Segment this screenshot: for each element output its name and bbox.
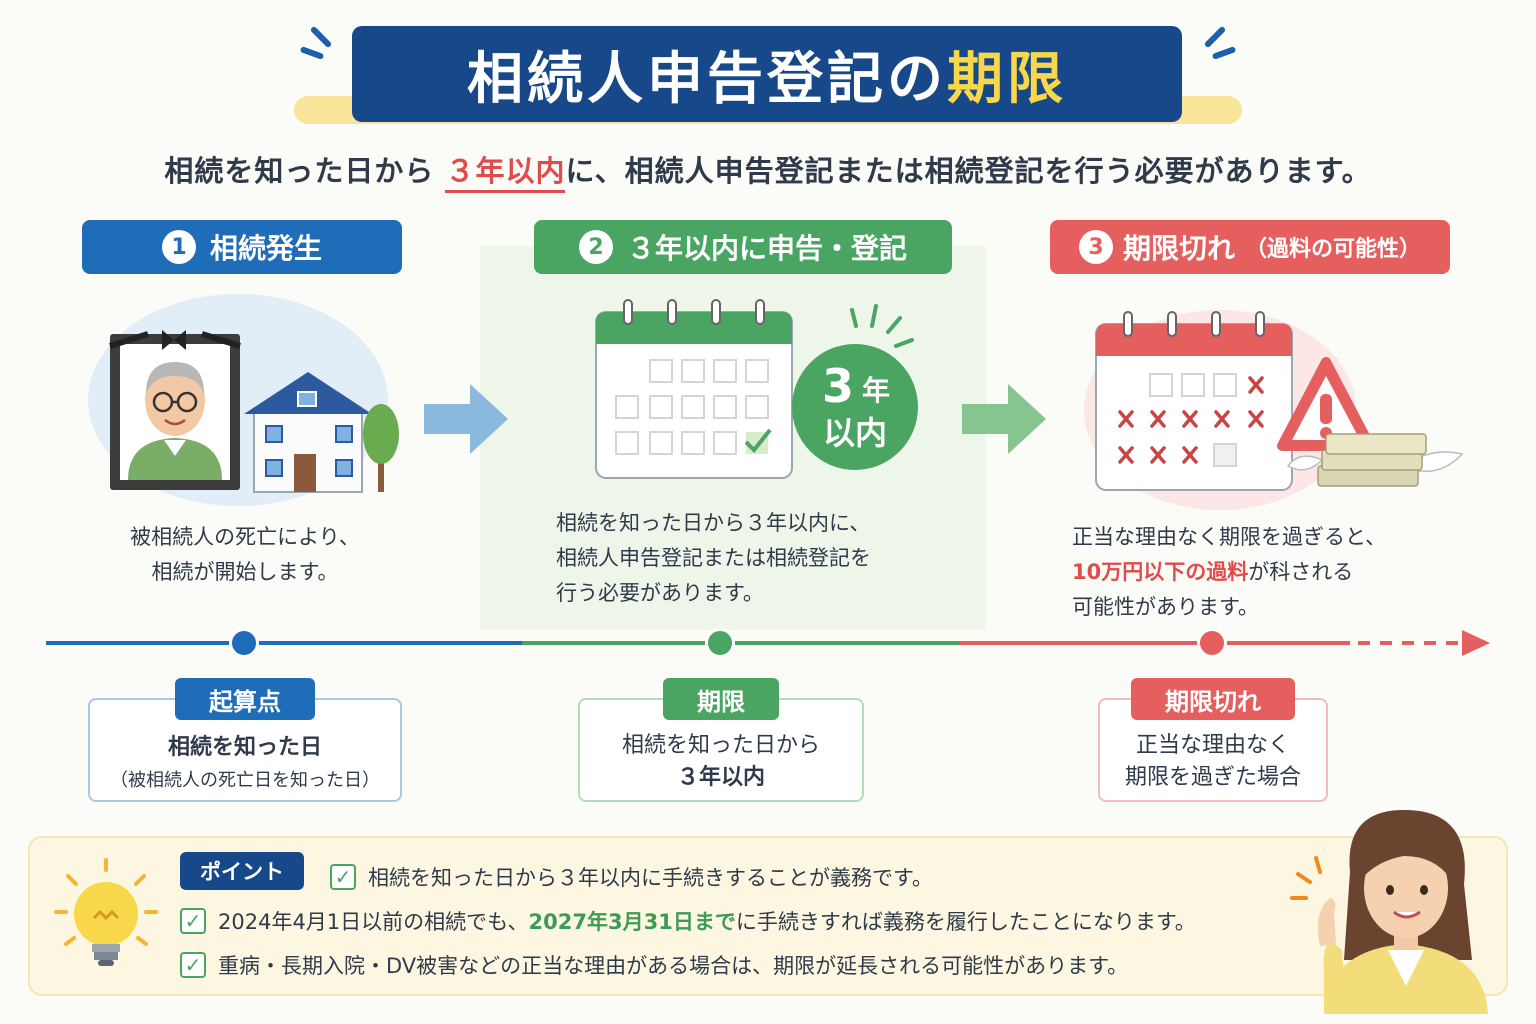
calendar-check-illustration [595,299,914,479]
step2-description: 相続を知った日から３年以内に、 相続人申告登記または相続登記を 行う必要がありま… [556,511,871,605]
title-text: 相続人申告登記の [467,46,947,112]
timeline-dashed-arrow-icon [1358,630,1490,656]
point-line-1: ✓ 相続を知った日から３年以内に手続きすることが義務です。 [330,862,933,892]
calendar-icon [595,299,793,479]
cross-mark-icon [1118,376,1264,464]
timeline-card-start: 起算点 相続を知った日 （被相続人の死亡日を知った日） [88,678,402,802]
lightbulb-icon [54,858,158,966]
step2-label: ３年以内に申告・登記 [626,232,907,265]
step1-description: 被相続人の死亡により、 相続が開始します。 [130,525,360,584]
arrow-right-icon [424,384,508,454]
tree-icon [363,404,399,492]
badge-unit: 年 [862,374,890,407]
sparkle-icon [309,25,333,49]
calendar-icon [1095,311,1293,491]
woman-pointing-illustration [1290,809,1488,1014]
sparkle-icon [1290,856,1322,900]
card-tag-start: 起算点 [175,678,315,720]
check-icon [744,428,772,453]
badge-within: 以内 [823,414,887,452]
timeline-segment-blue [46,641,522,645]
card-tag-expired: 期限切れ [1131,678,1295,720]
timeline-segment-red [960,641,1350,645]
checkbox-icon: ✓ [180,952,206,978]
point-tag: ポイント [180,852,304,890]
step2-number: 2 [578,230,613,264]
sparkle-icon [299,46,325,60]
point-line-3: ✓ 重病・長期入院・DV被害などの正当な理由がある場合は、期限が延長される可能性… [180,950,1128,980]
checkbox-icon: ✓ [330,864,356,890]
step3-label-small: （過料の可能性） [1245,237,1422,262]
step2-header: 2 ３年以内に申告・登記 [534,220,952,274]
step3-label: 期限切れ [1122,232,1235,265]
arrow-right-icon [962,384,1046,454]
sparkle-icon [1203,25,1227,49]
step3-description: 正当な理由なく期限を過ぎると、 10万円以下の過料が科される 可能性があります。 [1072,525,1387,619]
memorial-portrait-icon [109,330,241,490]
sparkle-icon [850,304,914,348]
step1-number: 1 [161,230,196,264]
timeline-dot-start [229,628,259,658]
inheritance-illustration [88,294,399,506]
step3-number: 3 [1078,230,1113,264]
timeline-segment-green [522,641,960,645]
page-title: 相続人申告登記の期限 [352,26,1182,122]
step1-label: 相続発生 [209,232,322,265]
point-line-2: ✓ 2024年4月1日以前の相続でも、2027年3月31日までに手続きすれば義務… [180,906,1196,936]
step3-header: 3 期限切れ （過料の可能性） [1050,220,1450,274]
three-years-badge: 3 年 以内 [792,344,918,470]
deadline-date: 2027年3月31日まで [528,910,736,934]
timeline-card-expired: 期限切れ 正当な理由なく 期限を過ぎた場合 [1098,678,1328,802]
badge-number: 3 [822,359,854,413]
expired-deadline-illustration [1084,310,1464,510]
timeline-dot-deadline [705,628,735,658]
title-highlight: 期限 [947,46,1067,112]
sparkle-icon [1211,46,1237,60]
subtitle: 相続を知った日から ３年以内に、相続人申告登記または相続登記を行う必要があります… [0,148,1536,193]
step1-header: 1 相続発生 [82,220,402,274]
flying-money-icon [1286,433,1464,487]
subtitle-highlight: ３年以内 [445,154,566,193]
fine-amount: 10万円以下の過料 [1072,560,1249,584]
timeline-dot-expired [1197,628,1227,658]
timeline-card-deadline: 期限 相続を知った日から ３年以内 [578,678,864,802]
card-tag-deadline: 期限 [663,678,779,720]
house-icon [244,372,372,493]
checkbox-icon: ✓ [180,908,206,934]
